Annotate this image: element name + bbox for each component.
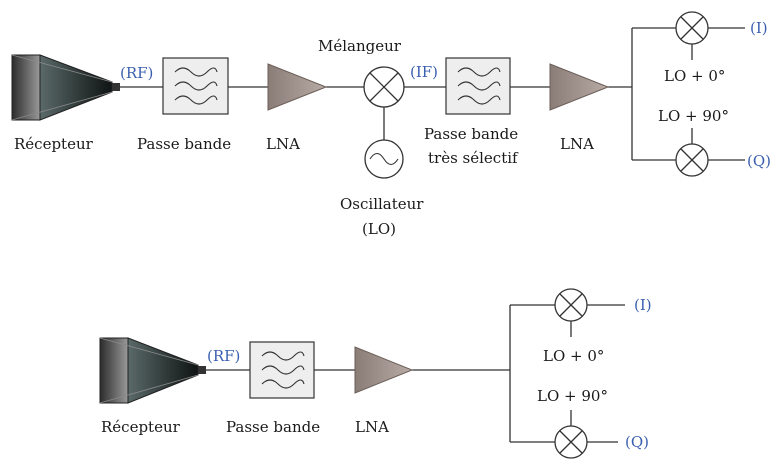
rf-label: (RF) bbox=[207, 347, 240, 365]
lna-amplifier-icon bbox=[267, 63, 328, 111]
receiver-horn-icon bbox=[99, 337, 206, 404]
top-wires bbox=[120, 27, 745, 161]
lo0-label: LO + 0° bbox=[543, 347, 604, 365]
i-mixer-icon bbox=[554, 288, 588, 322]
selective-filter-label-1: Passe bande bbox=[424, 125, 518, 143]
lna-label: LNA bbox=[560, 135, 594, 153]
oscillator-icon bbox=[364, 139, 404, 179]
receiver-horn-icon bbox=[11, 54, 120, 121]
selective-filter-icon bbox=[445, 57, 511, 115]
mixer-icon bbox=[363, 66, 405, 108]
selective-filter-label-2: très sélectif bbox=[428, 149, 519, 167]
bandpass-filter-icon bbox=[249, 341, 315, 399]
i-output-label: (I) bbox=[750, 19, 768, 37]
oscillator-label-1: Oscillateur bbox=[340, 195, 424, 213]
lo0-label: LO + 0° bbox=[664, 67, 725, 85]
lo90-label: LO + 90° bbox=[658, 107, 729, 125]
lna-label: LNA bbox=[266, 135, 300, 153]
q-output-label: (Q) bbox=[625, 433, 649, 451]
top-diagram: (RF) Récepteur Passe bande LNA Mélangeur… bbox=[11, 11, 771, 238]
mixer-label: Mélangeur bbox=[318, 37, 402, 55]
filter-label: Passe bande bbox=[226, 418, 320, 436]
rf-label: (RF) bbox=[120, 64, 153, 82]
bottom-wires bbox=[206, 304, 625, 443]
if-label: (IF) bbox=[410, 63, 438, 81]
q-mixer-icon bbox=[554, 425, 588, 459]
receiver-label: Récepteur bbox=[101, 418, 181, 436]
i-mixer-icon bbox=[675, 11, 709, 45]
i-output-label: (I) bbox=[634, 296, 652, 314]
bandpass-filter-icon bbox=[162, 57, 229, 115]
lna-label: LNA bbox=[355, 418, 389, 436]
lna-amplifier-icon bbox=[354, 346, 414, 394]
q-output-label: (Q) bbox=[747, 152, 771, 170]
lna-amplifier-icon bbox=[549, 63, 610, 111]
lo90-label: LO + 90° bbox=[537, 387, 608, 405]
q-mixer-icon bbox=[675, 143, 709, 177]
receiver-label: Récepteur bbox=[14, 135, 94, 153]
bottom-diagram: (RF) Récepteur Passe bande LNA LO + 0° L… bbox=[99, 288, 652, 459]
filter-label: Passe bande bbox=[137, 135, 231, 153]
oscillator-label-2: (LO) bbox=[362, 220, 396, 238]
